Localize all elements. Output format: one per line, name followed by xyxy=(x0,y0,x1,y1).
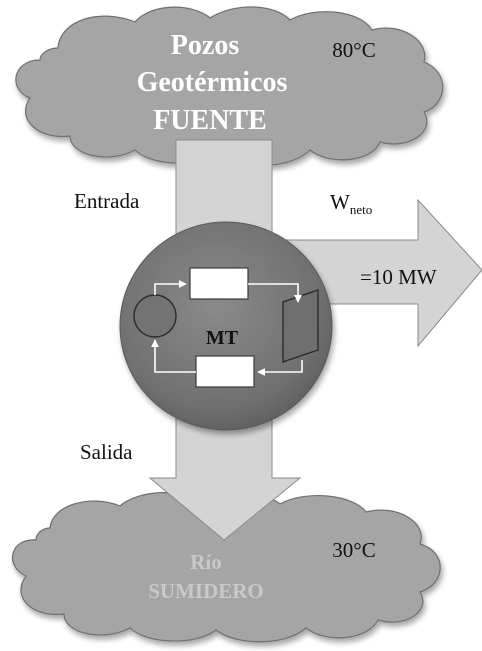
input-flow-label: Entrada xyxy=(74,189,140,213)
cycle-line-pump-to-boiler xyxy=(154,280,187,295)
engine-cycle-schematic xyxy=(133,267,319,388)
boiler-block xyxy=(189,267,249,300)
cycle-line-condenser-to-pump xyxy=(151,339,196,373)
sink-title-line1: Río xyxy=(190,550,222,574)
turbine-symbol xyxy=(282,288,319,364)
pump-symbol xyxy=(133,294,177,338)
condenser-block xyxy=(195,355,255,388)
source-title-line1: Pozos xyxy=(171,30,240,61)
heat-engine xyxy=(119,221,333,431)
work-symbol: W xyxy=(330,190,350,214)
engine-disc xyxy=(119,221,333,431)
source-title-line3: FUENTE xyxy=(153,105,267,136)
source-cloud-shape xyxy=(15,6,444,166)
sink-temperature: 30°C xyxy=(332,538,375,562)
cycle-line-boiler-to-turbine xyxy=(248,283,302,303)
work-value: =10 MW xyxy=(360,265,437,289)
output-flow-label: Salida xyxy=(80,440,133,464)
source-title-line2: Geotérmicos xyxy=(137,67,288,98)
cycle-line-turbine-to-condenser xyxy=(257,360,303,376)
work-label: Wneto xyxy=(330,190,372,217)
source-cloud xyxy=(15,6,444,166)
engine-label: MT xyxy=(206,327,239,349)
source-temperature: 80°C xyxy=(332,38,375,62)
sink-title-line2: SUMIDERO xyxy=(148,579,264,603)
work-subscript: neto xyxy=(350,202,372,217)
